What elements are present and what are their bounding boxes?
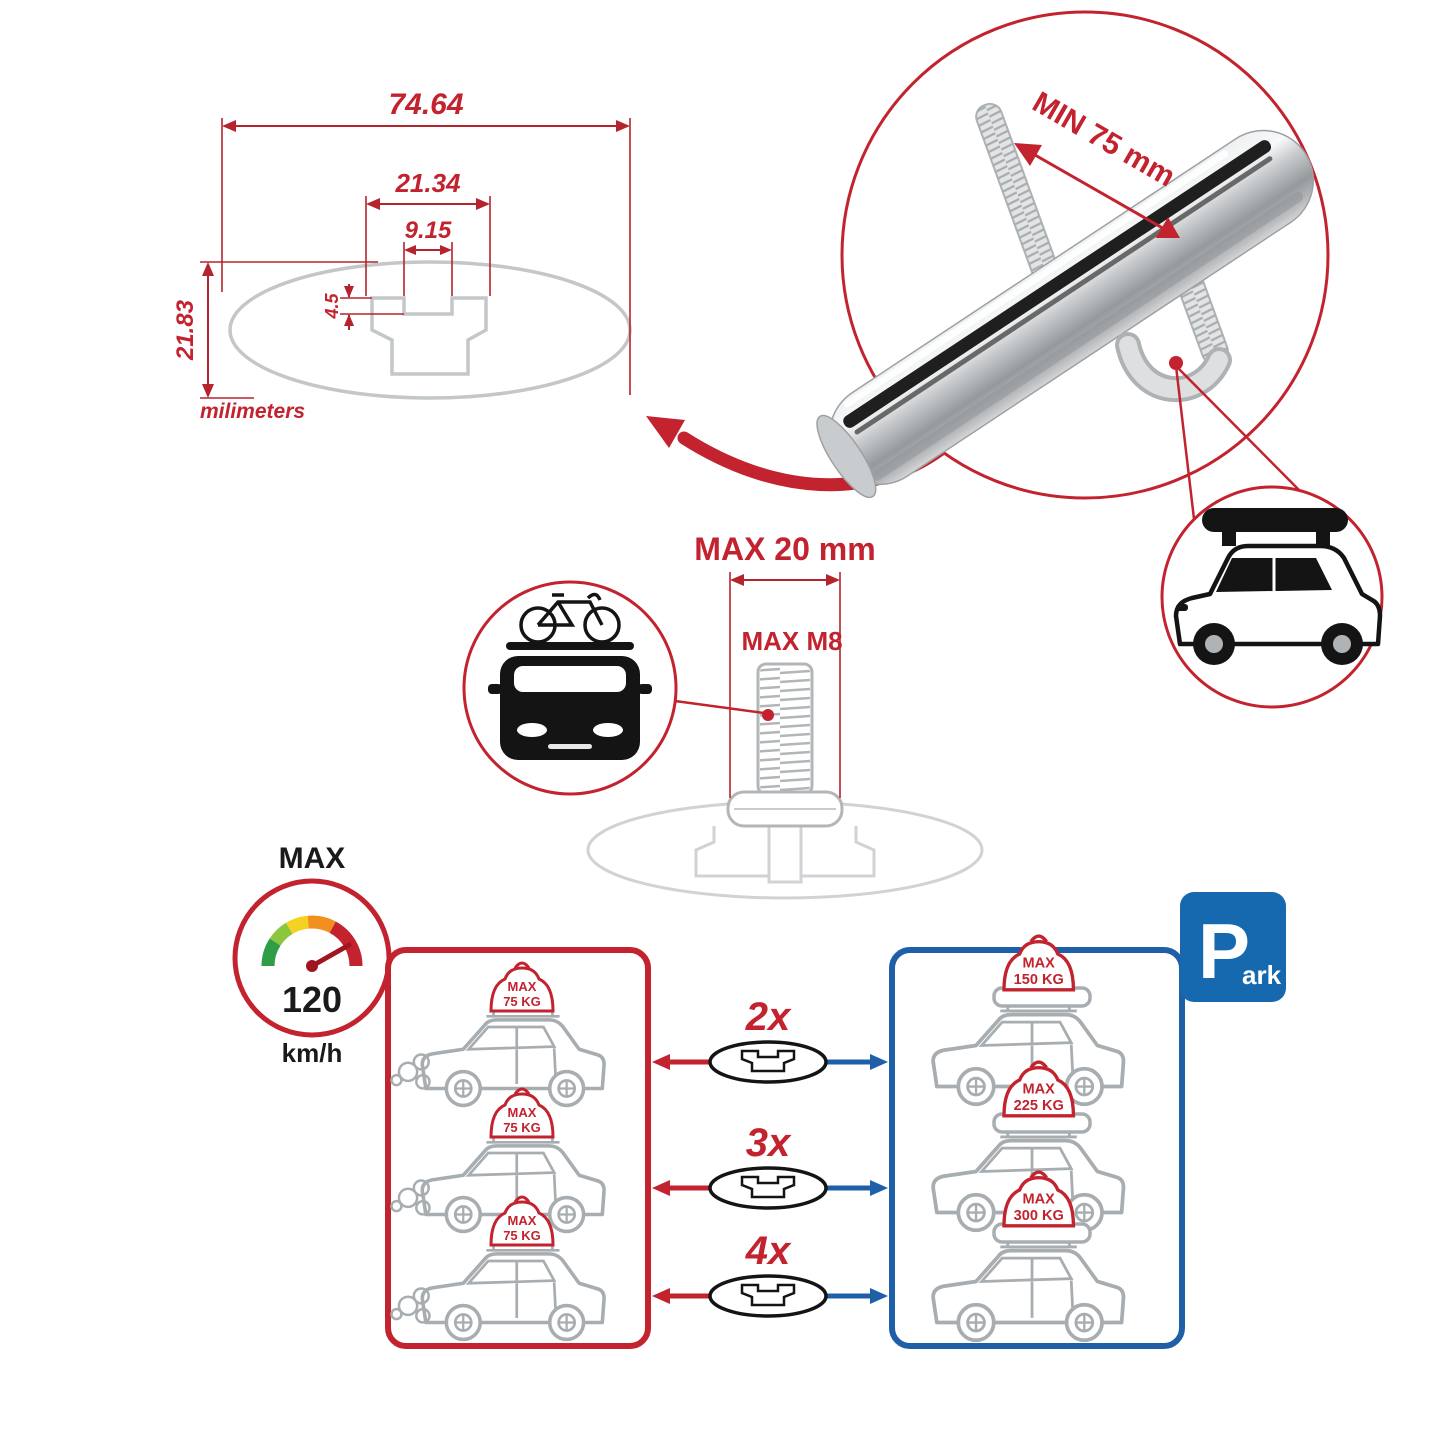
bar-count-label: 2x [745,995,792,1039]
load-tag-value: 75 KG [503,1120,541,1135]
crossbar-count-icon [708,1040,828,1084]
dimension-total-height: 21.83 [172,261,378,399]
load-tag: MAX 75 KG [489,1087,555,1139]
speedometer-needle [309,942,352,969]
dimension-total-width: 74.64 [221,88,631,395]
speedometer-pivot [306,960,318,972]
crossbar-illustration [816,129,1315,499]
speed-value: 120 [282,979,342,1020]
load-tag-max: MAX [1023,1191,1056,1207]
load-tag: MAX 75 KG [489,1195,555,1247]
driving-panel: MAX 75 KG MAX 75 KG MAX 75 KG [385,947,651,1349]
crossbar-count-icon [708,1274,828,1318]
dim-total-height-value: 21.83 [172,299,199,361]
load-tag-max: MAX [1023,955,1056,971]
parking-sign-ark: ark [1242,960,1282,990]
load-tag-value: 75 KG [503,1228,541,1243]
parking-sign-p: P [1198,907,1250,995]
max-width-label: MAX 20 mm [694,531,875,567]
speedometer: MAX 120 km/h [232,842,392,1068]
dimension-step-height: 4.5 [322,284,404,330]
bike-car-icon [488,592,652,760]
plate-width-dimension: MAX 20 mm [694,531,876,798]
suv-roofbox-icon [1173,508,1383,665]
speed-max-label: MAX [279,842,346,875]
t-slot-profile [370,296,488,376]
ghost-cross-section [586,800,984,900]
dim-slot-width-value: 9.15 [405,217,452,244]
parked-panel: MAX 150 KG MAX 225 KG MAX 300 KG P ark [889,892,1286,1349]
bolt-section: MAX 20 mm MAX M8 [462,531,984,900]
u-bolt-bend-highlight [1119,336,1228,399]
parking-sign: P ark [1180,892,1286,1002]
leader-line-2 [1175,365,1301,492]
bar-count-row: 4x [652,1229,888,1318]
leader-line-1 [1174,365,1196,520]
units-label: milimeters [200,400,305,423]
bar-count-row: 3x [652,1121,888,1210]
load-tag-max: MAX [508,1105,537,1120]
max-thread-label: MAX M8 [741,626,842,656]
load-tag-max: MAX [1023,1081,1056,1097]
load-tag: MAX 225 KG [1002,1060,1076,1118]
speed-unit-label: km/h [282,1038,343,1068]
crossbar-count-icon [708,1166,828,1210]
contact-dot [1169,356,1183,370]
dim-step-height-value: 4.5 [322,293,342,320]
dim-total-width-value: 74.64 [388,88,463,121]
load-tag-value: 225 KG [1014,1098,1064,1114]
crossbar-detail-circle: MIN 75 mm [816,10,1330,520]
load-tag: MAX 150 KG [1002,934,1076,992]
load-tag-value: 150 KG [1014,972,1064,988]
bike-car-circle [462,580,678,796]
cross-section-diagram: 74.64 21.34 9.15 4.5 [172,88,632,423]
bolt-contact-dot [762,709,774,721]
bolt-illustration [726,662,844,828]
load-tag: MAX 300 KG [1002,1170,1076,1228]
load-tag: MAX 75 KG [489,961,555,1013]
thread-dimension: MAX M8 [674,626,843,721]
load-tag-max: MAX [508,1213,537,1228]
load-tag-value: 300 KG [1014,1208,1064,1224]
bar-count-label: 3x [746,1121,792,1165]
dim-flange-width-value: 21.34 [394,168,461,198]
crossbar-ellipse-outline [228,260,632,400]
dimension-slot-width: 9.15 [403,217,453,296]
load-tag-max: MAX [508,979,537,994]
dimension-flange-width: 21.34 [365,168,491,296]
suv-roofbox-circle [1160,485,1384,709]
bar-count-label: 4x [745,1229,792,1273]
load-tag-value: 75 KG [503,994,541,1009]
bar-count-row: 2x [652,995,888,1084]
